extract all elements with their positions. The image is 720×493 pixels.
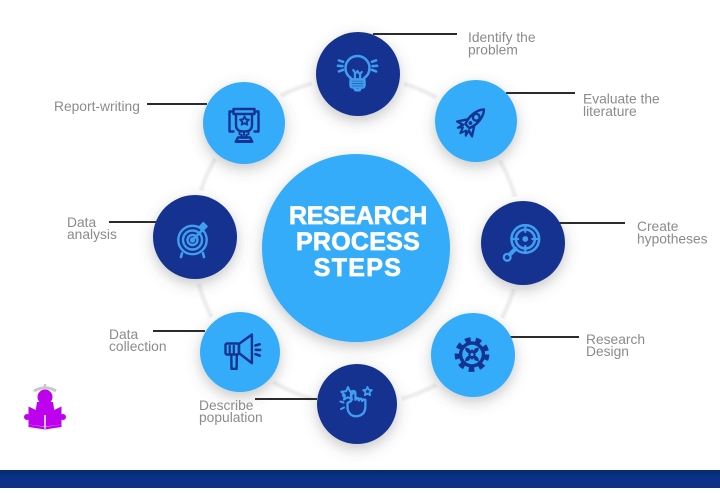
svg-text:RESEARCH: RESEARCH [289,202,427,230]
svg-text:Data: Data [67,215,96,230]
svg-text:Identify the: Identify the [468,30,536,45]
svg-text:Design: Design [586,344,629,359]
svg-text:problem: problem [468,43,518,58]
svg-text:collection: collection [109,339,167,354]
svg-text:literature: literature [583,104,637,119]
svg-text:population: population [199,410,263,425]
svg-text:hypotheses: hypotheses [637,232,708,247]
svg-text:PROCESS: PROCESS [296,228,420,256]
svg-text:Data: Data [109,327,138,342]
svg-text:Create: Create [637,219,679,234]
svg-text:analysis: analysis [67,227,117,242]
svg-text:Report-writing: Report-writing [54,99,140,114]
svg-text:STEPS: STEPS [314,254,402,282]
svg-text:Evaluate the: Evaluate the [583,92,660,107]
svg-text:Describe: Describe [199,398,254,413]
svg-text:Research: Research [586,332,645,347]
